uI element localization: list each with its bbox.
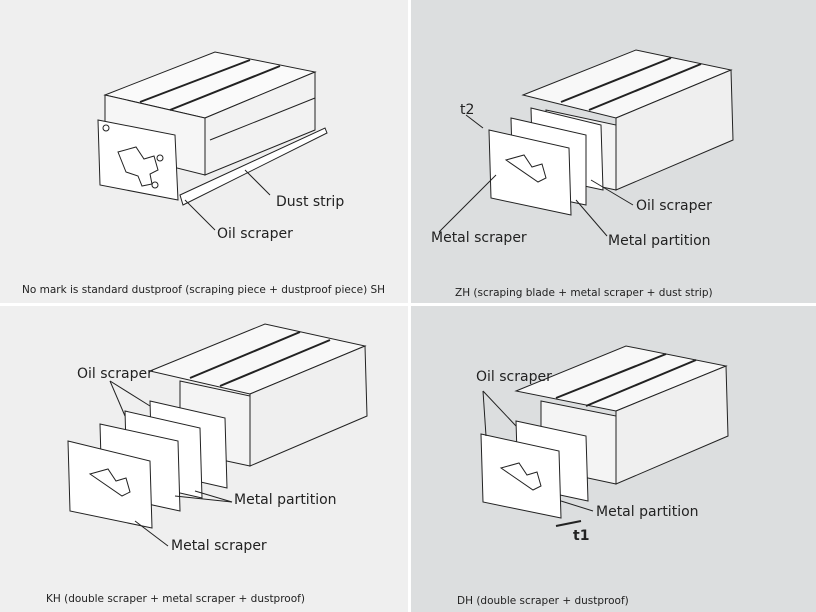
label-oil-scraper: Oil scraper: [636, 198, 712, 214]
caption: DH (double scraper + dustproof): [457, 595, 629, 607]
linear-block-diagram: [97, 51, 328, 231]
panel-zh: t2 Oil scraper Metal scraper Metal parti…: [411, 0, 816, 303]
label-metal-partition: Metal partition: [608, 233, 711, 249]
label-metal-scraper: Metal scraper: [431, 230, 527, 246]
label-dust-strip: Dust strip: [276, 194, 345, 210]
label-metal-partition: Metal partition: [596, 504, 699, 520]
caption: KH (double scraper + metal scraper + dus…: [46, 593, 305, 605]
linear-block-diagram: [67, 323, 368, 547]
label-oil-scraper: Oil scraper: [77, 366, 153, 382]
label-oil-scraper: Oil scraper: [476, 369, 552, 385]
panel-standard-sh: Dust strip Oil scraper No mark is standa…: [0, 0, 408, 303]
label-metal-scraper: Metal scraper: [171, 538, 267, 554]
label-t1: t1: [573, 528, 590, 544]
label-t2: t2: [460, 102, 475, 118]
label-metal-partition: Metal partition: [234, 492, 337, 508]
linear-block-diagram: [480, 345, 729, 527]
caption: ZH (scraping blade + metal scraper + dus…: [455, 287, 713, 299]
panel-kh: Oil scraper Metal partition Metal scrape…: [0, 306, 408, 612]
label-oil-scraper: Oil scraper: [217, 226, 293, 242]
panel-dh: Oil scraper Metal partition t1 DH (doubl…: [411, 306, 816, 612]
caption: No mark is standard dustproof (scraping …: [22, 284, 386, 296]
linear-block-diagram: [438, 49, 734, 237]
